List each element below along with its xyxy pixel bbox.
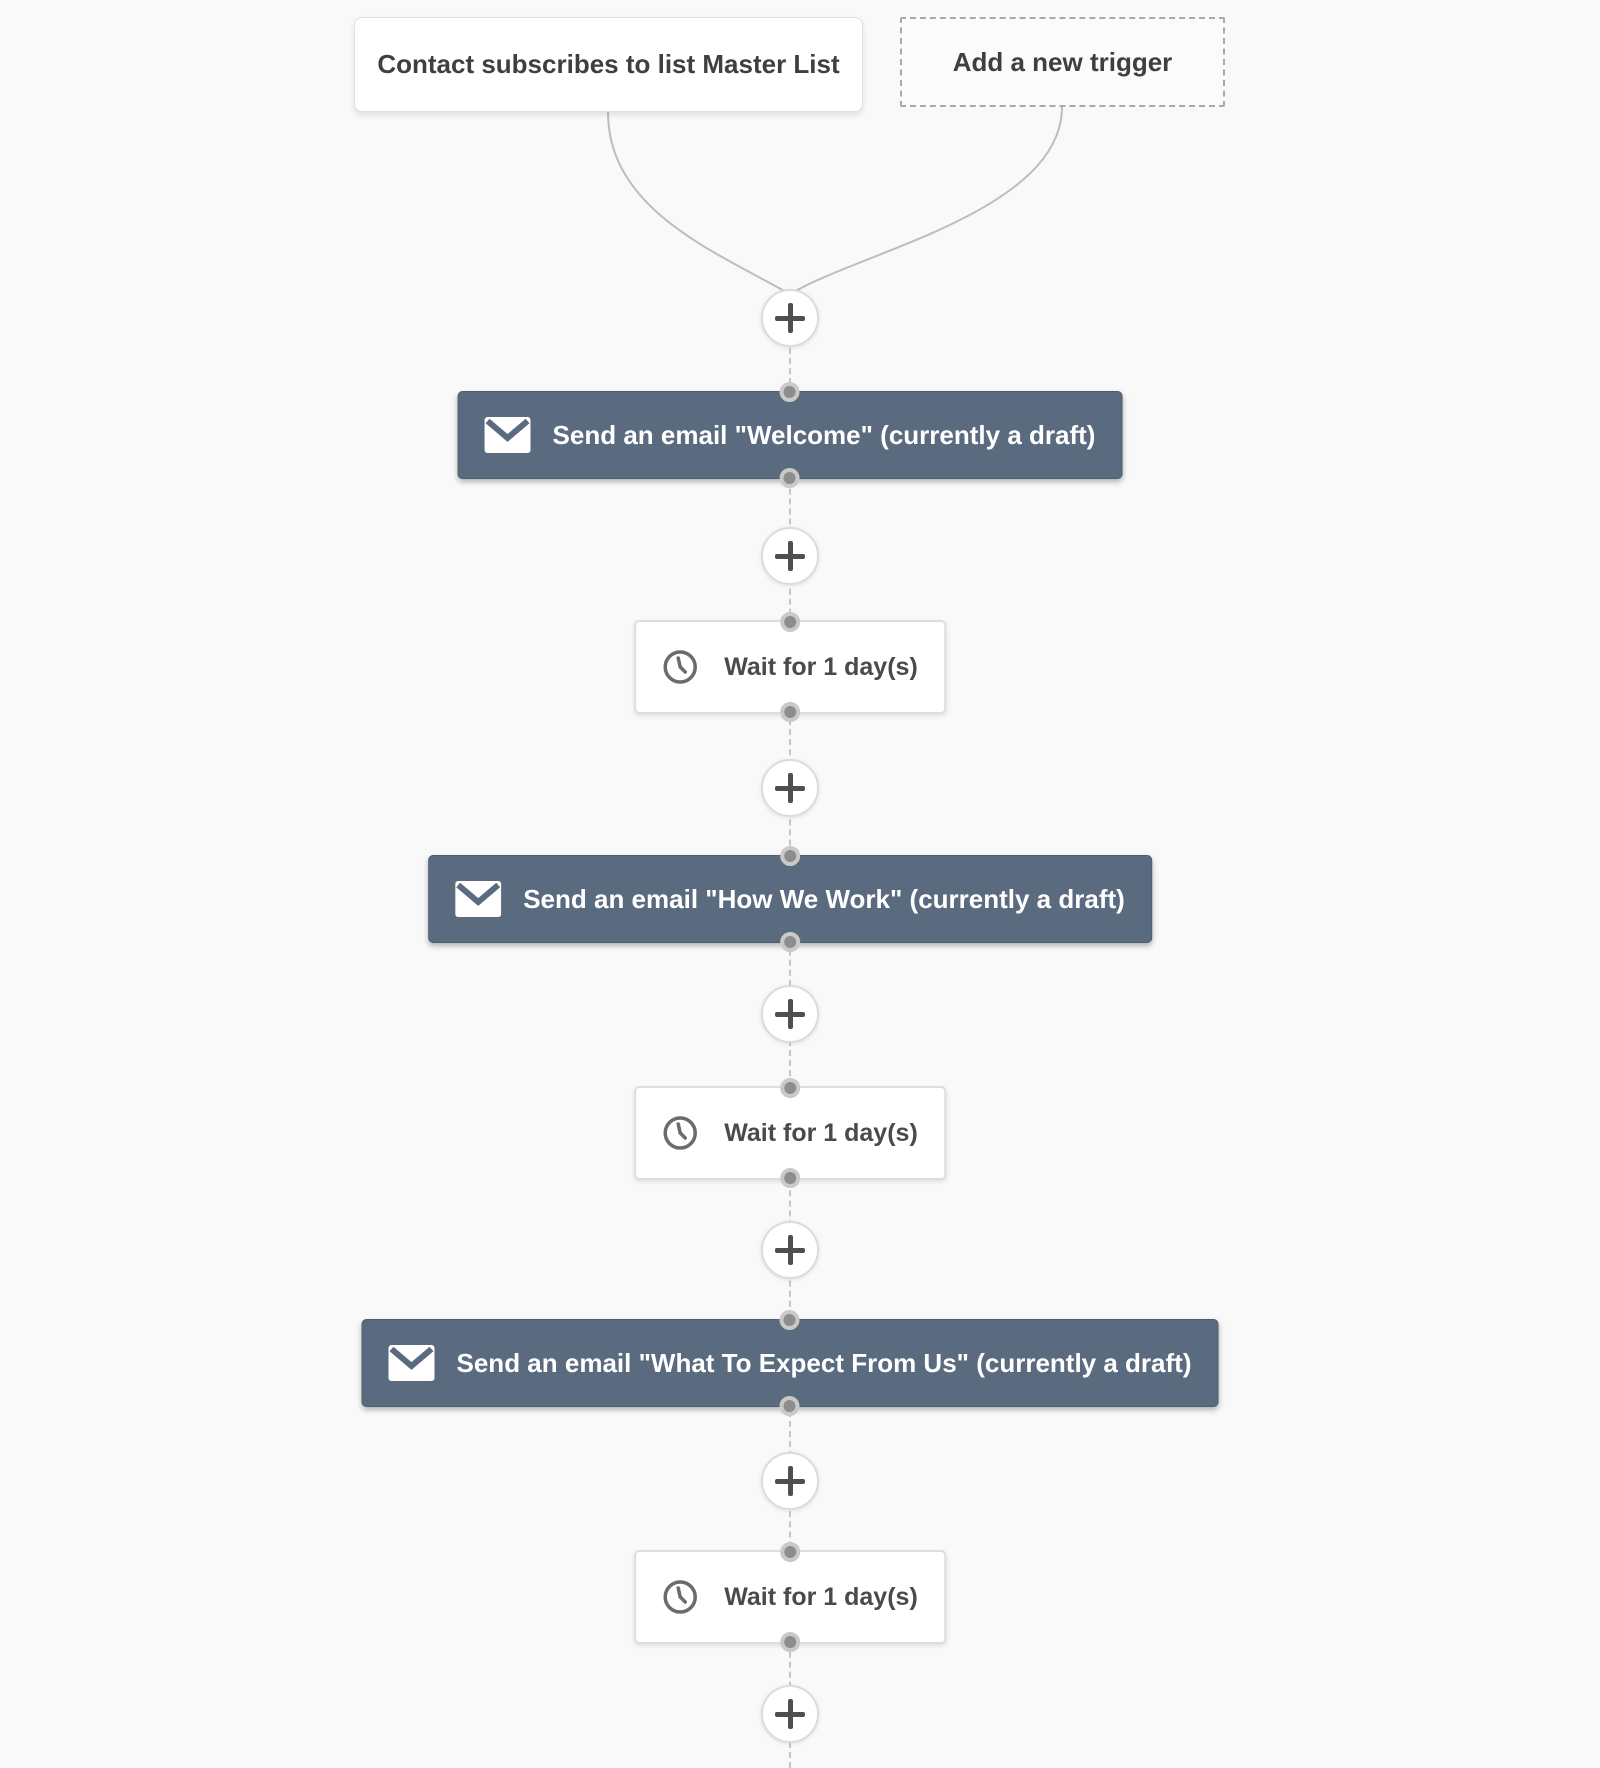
plus-icon [763,529,817,583]
connector-dot [780,846,800,866]
connector-dot [779,382,800,402]
connector-dot [779,702,800,722]
plus-icon [763,1223,817,1277]
envelope-icon [388,1345,435,1381]
connector-dot [779,468,800,488]
clock-icon [662,1579,698,1615]
add-step-button[interactable] [761,289,819,347]
wait-node[interactable]: Wait for 1 day(s) [634,612,946,722]
flow-connector-line [789,318,791,1768]
envelope-icon [484,417,531,453]
wait-node[interactable]: Wait for 1 day(s) [634,1078,946,1188]
connector-dot [779,1078,800,1098]
add-new-trigger-button[interactable]: Add a new trigger [900,17,1225,107]
envelope-icon [455,881,502,917]
connector-dot [779,1168,800,1188]
add-step-button[interactable] [761,759,819,817]
plus-icon [763,987,817,1041]
connector-dot [779,1396,800,1416]
email-node-welcome[interactable]: Send an email "Welcome" (currently a dra… [457,382,1123,488]
add-trigger-label: Add a new trigger [952,46,1173,77]
connector-dot [779,1632,800,1652]
connector-dot [779,1310,800,1330]
add-step-button[interactable] [761,1452,819,1510]
add-step-button[interactable] [761,1685,819,1743]
email-node-label: Send an email "What To Expect From Us" (… [456,1347,1192,1378]
connector-dot [779,612,800,632]
add-step-button[interactable] [761,527,819,585]
email-node-how-we-work[interactable]: Send an email "How We Work" (currently a… [428,846,1152,952]
email-node-label: Send an email "Welcome" (currently a dra… [552,419,1096,450]
wait-node[interactable]: Wait for 1 day(s) [634,1542,946,1652]
wait-node-label: Wait for 1 day(s) [724,652,918,681]
connector-dot [779,1542,800,1562]
add-step-button[interactable] [761,985,819,1043]
clock-icon [662,1115,698,1151]
plus-icon [763,1454,817,1508]
wait-node-label: Wait for 1 day(s) [724,1582,918,1611]
trigger-label: Contact subscribes to list Master List [377,49,840,79]
plus-icon [763,761,817,815]
email-node-what-to-expect[interactable]: Send an email "What To Expect From Us" (… [361,1310,1219,1416]
plus-icon [763,291,817,345]
plus-icon [763,1687,817,1741]
connector-dot [780,932,800,952]
add-step-button[interactable] [761,1221,819,1279]
trigger-contact-subscribes[interactable]: Contact subscribes to list Master List [354,17,863,112]
wait-node-label: Wait for 1 day(s) [724,1118,918,1147]
clock-icon [662,649,698,685]
email-node-label: Send an email "How We Work" (currently a… [523,883,1125,914]
